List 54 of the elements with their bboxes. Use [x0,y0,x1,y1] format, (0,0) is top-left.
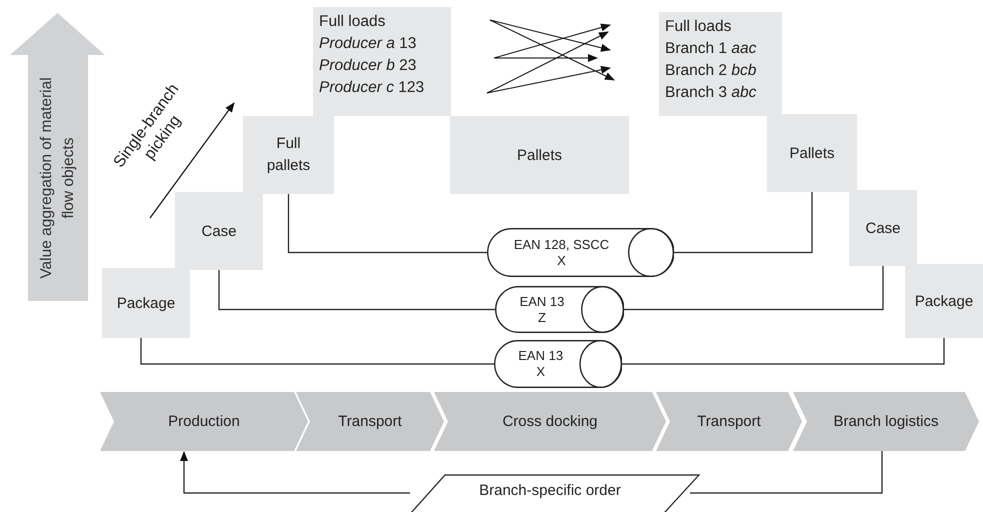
pallet-box [243,116,334,194]
list-line: Branch 3 abc [665,83,756,103]
list-line: Producer b 23 [319,56,416,76]
list-line: Full loads [319,12,386,32]
node-label: Package [914,292,974,310]
up-arrow [10,13,105,301]
process-stage [656,392,802,451]
node-label: Full pallets [266,134,312,176]
list-line: Branch 2 bcb [665,61,756,81]
connector-line [690,451,883,494]
node-label: Transport [338,413,402,430]
case-box [849,190,917,266]
code-label: EAN 13 [518,348,564,364]
node-label: Value aggregation of material flow objects [36,76,78,281]
code-label: Z [538,310,546,326]
node-label: Package [116,294,176,312]
node-label: Case [865,220,901,236]
connector-line [622,338,945,365]
package-box [102,268,190,338]
process-stage [793,392,979,451]
list-line: Producer a 13 [319,34,416,54]
code-label: X [536,364,545,380]
arrow [180,451,410,494]
node-label: Production [168,413,240,430]
process-stage [100,392,308,451]
connector-line [288,194,487,254]
package-box [905,264,983,338]
cylinder [494,340,622,388]
connector-line [140,338,494,365]
code-label: EAN 128, SSCC [514,236,610,252]
node-label: Branch logistics [833,413,939,430]
node-label: Cross docking [502,413,598,430]
node-label: Case [201,222,237,240]
list-line: Producer c 123 [319,78,424,98]
cylinder [495,286,624,333]
load-list-box [313,7,451,116]
process-stage [296,392,444,451]
pallet-box [450,116,629,194]
cylinder [487,228,674,277]
node-label: Pallets [789,144,835,162]
connector-line [218,270,495,310]
code-label: EAN 13 [520,294,564,310]
load-list-box [659,12,782,116]
connector-line [624,266,884,310]
list-line: Branch 1 aac [665,39,756,59]
node-label: Transport [697,413,761,430]
process-stage [434,392,666,451]
list-line: Full loads [665,17,732,37]
node-label: Branch-specific order [479,482,621,499]
case-box [175,192,263,270]
code-label: X [557,252,566,268]
pallet-box [767,114,857,192]
node-label: Pallets [516,146,562,164]
connector-line [674,192,813,254]
